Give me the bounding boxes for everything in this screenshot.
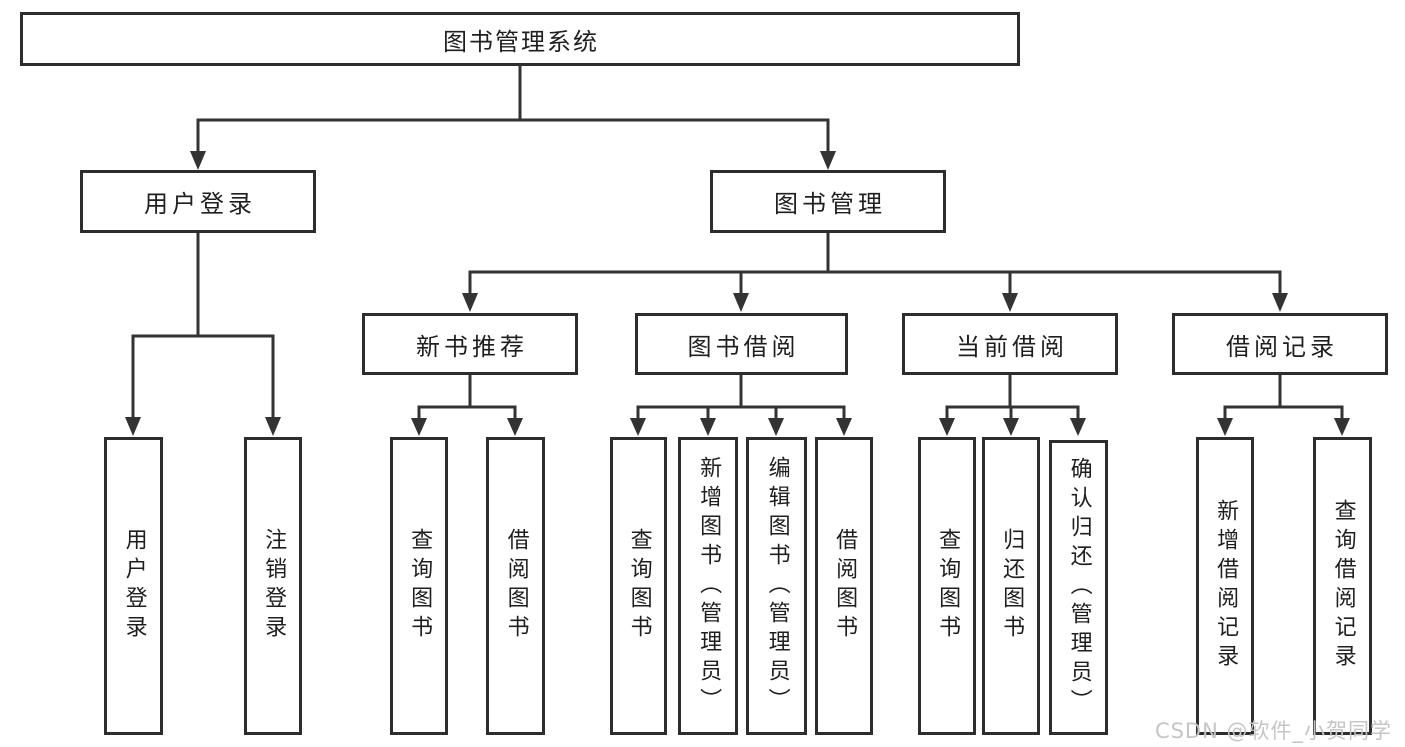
leaf-current-query-book: 查询图书: [918, 437, 976, 735]
leaf-borrowing-add-book-admin: 新增图书（管理员）: [678, 437, 738, 735]
node-current-borrowing: 当前借阅: [902, 313, 1118, 375]
leaf-borrowing-query-book-label: 查询图书: [626, 528, 652, 644]
leaf-borrowing-query-book: 查询图书: [610, 437, 667, 735]
leaf-logout-login: 注销登录: [244, 437, 302, 735]
node-new-book-recommend-label: 新书推荐: [416, 332, 528, 361]
csdn-watermark: CSDN @软件_小贺同学: [1154, 719, 1392, 743]
leaf-current-return-book: 归还图书: [982, 437, 1040, 735]
node-book-management: 图书管理: [710, 170, 946, 233]
node-new-book-recommend: 新书推荐: [362, 313, 578, 375]
leaf-recommend-query-book-label: 查询图书: [407, 528, 433, 644]
leaf-borrowing-borrow-book-label: 借阅图书: [832, 528, 858, 644]
leaf-current-confirm-return-admin-label: 确认归还（管理员）: [1066, 457, 1092, 718]
leaf-recommend-borrow-book-label: 借阅图书: [503, 528, 529, 644]
leaf-logout-login-label: 注销登录: [261, 528, 287, 644]
leaf-user-login: 用户登录: [104, 437, 163, 735]
node-user-login: 用户登录: [80, 170, 316, 233]
leaf-borrowing-add-book-admin-label: 新增图书（管理员）: [696, 455, 722, 717]
leaf-borrowing-borrow-book: 借阅图书: [815, 437, 873, 735]
leaf-records-add-record-label: 新增借阅记录: [1213, 499, 1239, 673]
leaf-current-query-book-label: 查询图书: [935, 528, 961, 644]
node-book-borrowing-label: 图书借阅: [687, 332, 800, 361]
node-book-management-label: 图书管理: [774, 190, 886, 218]
leaf-borrowing-edit-book-admin-label: 编辑图书（管理员）: [764, 455, 790, 717]
leaf-recommend-borrow-book: 借阅图书: [486, 437, 545, 735]
leaf-records-add-record: 新增借阅记录: [1196, 437, 1254, 735]
node-borrowing-records: 借阅记录: [1172, 313, 1388, 375]
leaf-current-return-book-label: 归还图书: [999, 528, 1025, 644]
leaf-current-confirm-return-admin: 确认归还（管理员）: [1049, 440, 1108, 735]
node-current-borrowing-label: 当前借阅: [956, 332, 1068, 361]
leaf-records-query-record: 查询借阅记录: [1313, 437, 1372, 735]
node-book-borrowing: 图书借阅: [635, 313, 848, 375]
node-borrowing-records-label: 借阅记录: [1226, 332, 1338, 361]
leaf-user-login-label: 用户登录: [121, 528, 147, 644]
leaf-records-query-record-label: 查询借阅记录: [1330, 499, 1356, 673]
leaf-recommend-query-book: 查询图书: [390, 437, 448, 735]
node-root-label: 图书管理系统: [443, 27, 599, 56]
node-root: 图书管理系统: [20, 12, 1020, 66]
node-user-login-label: 用户登录: [144, 190, 256, 218]
leaf-borrowing-edit-book-admin: 编辑图书（管理员）: [746, 437, 807, 735]
